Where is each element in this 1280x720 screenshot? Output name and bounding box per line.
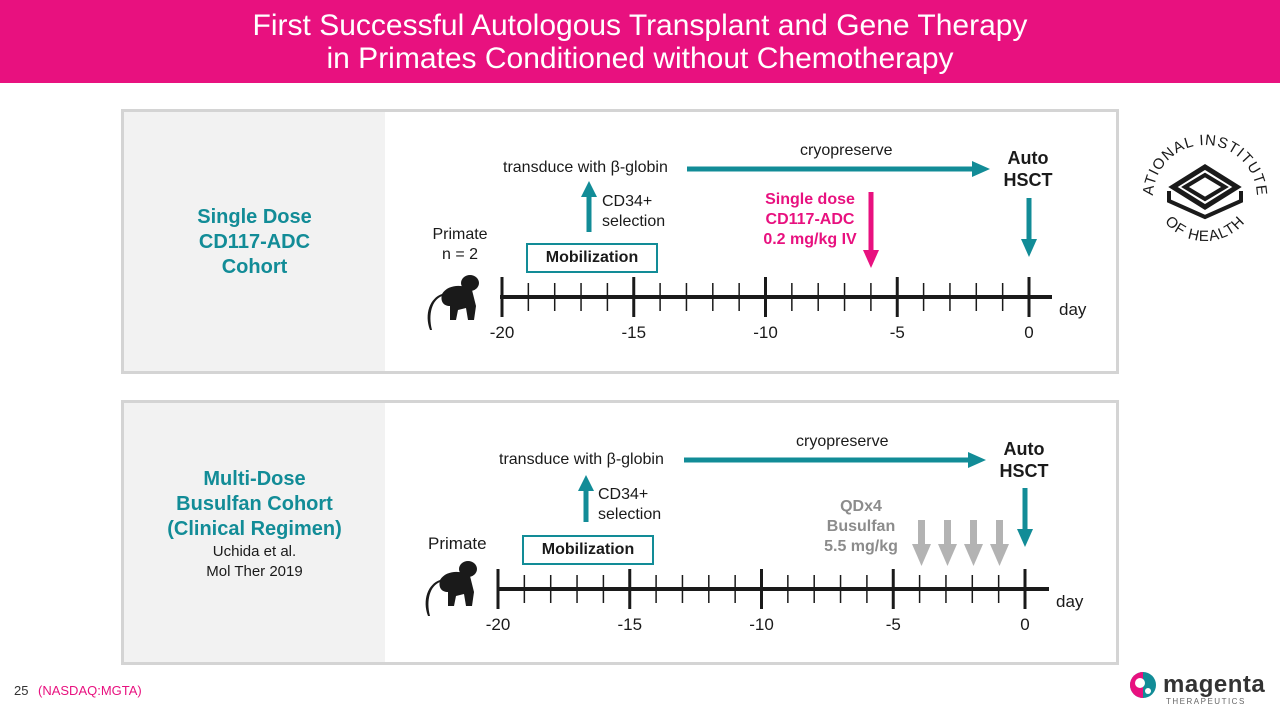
axis-unit-label: day	[1056, 592, 1084, 611]
primate-silhouette-icon	[425, 561, 477, 616]
nih-logo: NATIONAL INSTITUTES OF HEALTH	[1140, 132, 1269, 245]
cd34-line: CD34+	[598, 486, 649, 503]
multi-dose-cohort-label: Multi-Dose Busulfan Cohort (Clinical Reg…	[124, 467, 385, 582]
cryopreserve-label: cryopreserve	[796, 433, 889, 450]
primate-count: n = 2	[441, 246, 479, 263]
tick-label: -10	[749, 615, 774, 634]
cohort-line: Multi-Dose	[203, 468, 306, 490]
cohort-line: (Clinical Regimen)	[167, 518, 342, 540]
arrow-head-icon	[1021, 239, 1037, 257]
tick-label: 0	[1020, 615, 1030, 634]
primate-label: Primate n = 2	[420, 225, 500, 265]
tick-label: -5	[889, 323, 905, 342]
transduce-label: transduce with β-globin	[503, 159, 668, 176]
auto-line: Auto	[1007, 148, 1049, 168]
cryopreserve-label: cryopreserve	[800, 142, 893, 159]
adc-dose-label: Single dose CD117-ADC 0.2 mg/kg IV	[750, 190, 870, 250]
cohort-line: Busulfan Cohort	[176, 493, 333, 515]
dose-line: 5.5 mg/kg	[824, 538, 898, 555]
tick-label: -15	[617, 615, 643, 634]
busulfan-dose-label: QDx4 Busulfan 5.5 mg/kg	[806, 497, 916, 557]
tick-label: -15	[621, 323, 647, 342]
tick-label: 0	[1024, 323, 1034, 342]
tick-label: -5	[885, 615, 901, 634]
primate-label: Primate	[428, 534, 487, 553]
busulfan-dose-arrows	[912, 520, 1009, 566]
cd34-selection-label: CD34+ selection	[602, 192, 665, 232]
auto-line: HSCT	[999, 461, 1049, 481]
arrow-head-icon	[578, 475, 594, 491]
slide-title-line-1: First Successful Autologous Transplant a…	[252, 9, 1028, 42]
arrow-head-icon	[863, 250, 879, 268]
auto-line: Auto	[1003, 439, 1045, 459]
dose-line: Busulfan	[826, 518, 896, 535]
citation-line: Mol Ther 2019	[206, 563, 303, 580]
cd34-selection-label: CD34+ selection	[598, 485, 661, 525]
brand-subtitle: THERAPEUTICS	[1166, 697, 1246, 706]
page-number: 25	[14, 683, 29, 698]
single-dose-cohort-label: Single Dose CD117-ADC Cohort	[124, 205, 385, 280]
cd34-line: selection	[602, 213, 666, 230]
brand-name: magenta	[1163, 671, 1266, 698]
citation-line: Uchida et al.	[212, 543, 297, 560]
single-dose-panel: Single Dose CD117-ADC Cohort	[121, 109, 1119, 374]
arrow-head-icon	[581, 181, 597, 197]
arrow-head-icon	[972, 161, 990, 177]
ticker-symbol: (NASDAQ:MGTA)	[38, 683, 142, 698]
cd34-line: selection	[598, 506, 662, 523]
dose-line: CD117-ADC	[765, 211, 855, 228]
transduce-label: transduce with β-globin	[499, 451, 664, 468]
arrow-head-icon	[968, 452, 986, 468]
auto-hsct-label: Auto HSCT	[989, 438, 1059, 482]
auto-line: HSCT	[1003, 170, 1053, 190]
timeline-ticks	[496, 569, 1027, 609]
cohort-label-area	[124, 112, 385, 371]
tick-label: -20	[489, 323, 515, 342]
mobilization-box: Mobilization	[526, 243, 658, 273]
cohort-line: Cohort	[221, 256, 288, 278]
magenta-logo-icon	[1130, 672, 1156, 698]
tick-label: -10	[753, 323, 778, 342]
primate-text: Primate	[432, 226, 488, 243]
dose-line: 0.2 mg/kg IV	[763, 231, 857, 248]
dose-line: QDx4	[840, 498, 882, 515]
multi-dose-panel: Multi-Dose Busulfan Cohort (Clinical Reg…	[121, 400, 1119, 665]
timeline-ticks	[500, 277, 1031, 317]
primate-silhouette-icon	[427, 275, 479, 330]
arrow-head-icon	[1017, 529, 1033, 547]
title-banner: First Successful Autologous Transplant a…	[0, 0, 1280, 83]
slide-title-line-2: in Primates Conditioned without Chemothe…	[326, 42, 954, 75]
cd34-line: CD34+	[602, 193, 653, 210]
cohort-line: CD117-ADC	[198, 231, 311, 253]
cohort-line: Single Dose	[197, 206, 312, 228]
mobilization-box: Mobilization	[522, 535, 654, 565]
dose-line: Single dose	[765, 191, 855, 208]
tick-label: -20	[485, 615, 511, 634]
cohort-label-area	[124, 403, 385, 662]
auto-hsct-label: Auto HSCT	[993, 147, 1063, 191]
axis-unit-label: day	[1059, 300, 1087, 319]
